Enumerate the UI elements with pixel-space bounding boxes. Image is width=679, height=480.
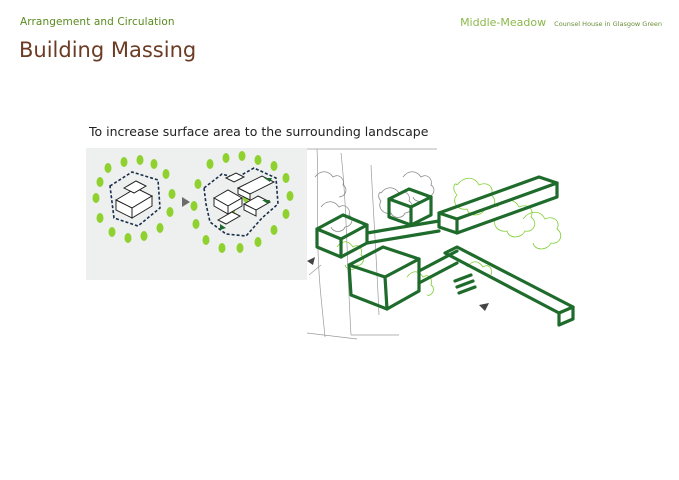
project-header: Middle-Meadow Counsel House in Glasgow G… bbox=[460, 11, 662, 30]
section-label: Arrangement and Circulation bbox=[20, 16, 175, 28]
boundary-outline bbox=[109, 171, 161, 227]
triangle-arrow-icon bbox=[479, 303, 489, 311]
tree-icon bbox=[190, 151, 294, 253]
tree-icon bbox=[92, 155, 176, 243]
triangle-arrow-icon bbox=[307, 257, 315, 265]
pencil-context bbox=[307, 148, 437, 340]
caption: To increase surface area to the surround… bbox=[89, 124, 429, 139]
page-title: Building Massing bbox=[19, 38, 197, 62]
massing-block bbox=[212, 172, 276, 225]
massing-block bbox=[315, 175, 575, 327]
triangle-arrow-icon bbox=[182, 197, 190, 207]
axonometric-sketch-svg bbox=[307, 148, 575, 340]
project-subtitle: Counsel House in Glasgow Green bbox=[554, 20, 662, 28]
massing-diagram-svg bbox=[92, 151, 294, 253]
project-name: Middle-Meadow bbox=[460, 16, 547, 29]
massing-block bbox=[114, 180, 154, 219]
boundary-outline bbox=[203, 167, 279, 237]
flow-arrow bbox=[220, 178, 272, 230]
axonometric-sketch-image bbox=[307, 147, 592, 340]
massing-diagram-image bbox=[86, 148, 307, 280]
